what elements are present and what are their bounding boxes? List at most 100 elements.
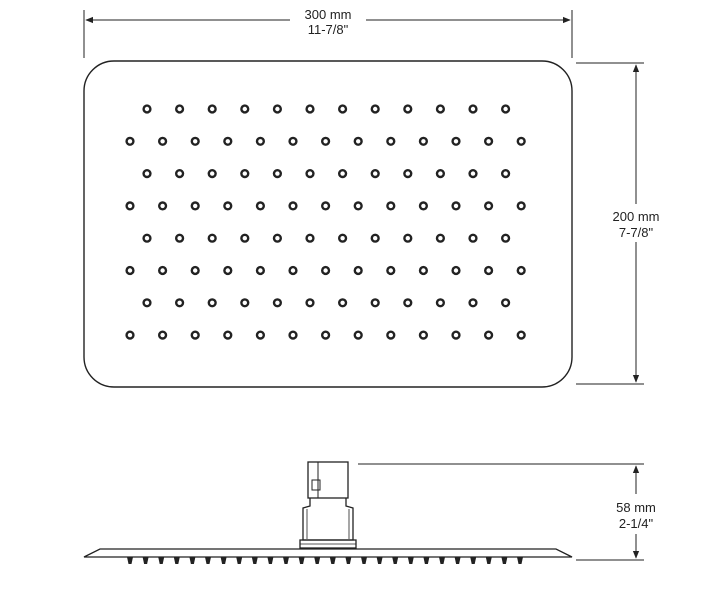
nozzle-hole (519, 268, 524, 273)
nozzle-hole (210, 106, 215, 112)
nozzle-hole (275, 300, 280, 305)
top-view (83, 60, 573, 388)
nozzle-hole (388, 268, 393, 273)
nozzle-hole (275, 171, 280, 176)
nozzle-hole (290, 332, 296, 338)
height-metric-label: 200 mm (613, 209, 660, 224)
side-nozzle (407, 557, 414, 564)
nozzle-hole (193, 139, 198, 144)
nozzle-hole (127, 203, 133, 209)
nozzle-hole (307, 171, 313, 176)
nozzle-hole (438, 106, 443, 112)
nozzle-hole (258, 139, 263, 144)
nozzle-hole (127, 332, 133, 338)
nozzle-hole (177, 300, 182, 305)
nozzle-hole (503, 300, 508, 305)
side-nozzle (439, 557, 445, 564)
nozzle-hole (356, 332, 361, 338)
nozzle-hole (503, 236, 508, 241)
side-nozzle (189, 557, 196, 564)
nozzle-hole (290, 139, 296, 144)
nozzle-hole (307, 236, 313, 241)
nozzle-hole (421, 203, 426, 209)
nozzle-hole (453, 332, 459, 338)
nozzle-hole (258, 332, 263, 338)
nozzle-hole (160, 203, 165, 209)
nozzle-hole (177, 171, 182, 176)
nozzle-hole (225, 203, 230, 209)
nozzle-hole (144, 106, 150, 112)
nozzle-hole (388, 203, 393, 209)
nozzle-hole (405, 236, 410, 241)
nozzle-hole (177, 236, 182, 241)
width-metric-label: 300 mm (305, 7, 352, 22)
depth-imperial-label: 2-1/4" (619, 516, 654, 531)
side-nozzle (251, 557, 258, 564)
nozzle-hole (486, 332, 491, 338)
side-nozzle (142, 557, 149, 564)
side-view (83, 461, 573, 564)
nozzle-hole (453, 139, 459, 144)
width-imperial-label: 11-7/8" (308, 22, 349, 37)
nozzle-hole (421, 268, 426, 273)
nozzle-hole (519, 139, 524, 144)
nozzle-hole (323, 268, 328, 273)
nozzle-hole (242, 300, 247, 305)
side-plate (83, 548, 573, 558)
nozzle-hole (193, 332, 198, 338)
nozzle-hole (438, 236, 443, 241)
nozzle-hole (258, 268, 263, 273)
nozzle-hole (356, 139, 361, 144)
side-nozzle (236, 557, 243, 564)
nozzle-hole (160, 139, 165, 144)
nozzle-hole (388, 332, 393, 338)
nozzle-hole (193, 203, 198, 209)
height-dimension: 200 mm 7-7/8" (576, 62, 660, 385)
nozzle-hole (356, 268, 361, 273)
side-nozzle (423, 557, 430, 564)
nozzle-hole (177, 106, 182, 112)
connector-neck (302, 498, 354, 541)
nozzle-hole (405, 106, 410, 112)
side-nozzle (329, 557, 336, 564)
side-nozzle (376, 557, 383, 564)
nozzle-hole (225, 332, 230, 338)
nozzle-hole (210, 171, 215, 176)
nozzle-hole (470, 106, 476, 112)
nozzle-hole (405, 300, 410, 305)
depth-dimension: 58 mm 2-1/4" (358, 463, 656, 561)
side-nozzle (283, 557, 289, 564)
width-dimension: 300 mm 11-7/8" (83, 7, 573, 58)
side-nozzle (470, 557, 477, 564)
nozzle-hole (486, 203, 491, 209)
nozzle-hole (144, 300, 150, 305)
nozzle-hole (323, 332, 328, 338)
side-nozzle (517, 557, 523, 564)
nozzle-hole (470, 236, 476, 241)
shower-plate-outline (83, 60, 573, 388)
side-nozzle (220, 557, 227, 564)
nozzle-hole (323, 139, 328, 144)
nozzle-hole (210, 236, 215, 241)
side-nozzle (267, 557, 274, 564)
side-nozzle (501, 557, 508, 564)
nozzle-hole (438, 300, 443, 305)
nozzle-hole (519, 332, 524, 338)
nozzle-hole (388, 139, 393, 144)
nozzle-hole (486, 268, 491, 273)
nozzle-hole (275, 236, 280, 241)
nozzle-hole (323, 203, 328, 209)
side-nozzle (392, 557, 399, 564)
side-nozzle (454, 557, 461, 564)
nozzle-hole (421, 139, 426, 144)
side-nozzle (205, 557, 211, 564)
side-nozzle (158, 557, 165, 564)
side-nozzle (173, 557, 180, 564)
nozzle-hole (470, 300, 476, 305)
nozzle-hole (438, 171, 443, 176)
nozzle-hole (519, 203, 524, 209)
side-nozzle (361, 557, 367, 564)
nozzle-hole (258, 203, 263, 209)
nozzle-hole (356, 203, 361, 209)
